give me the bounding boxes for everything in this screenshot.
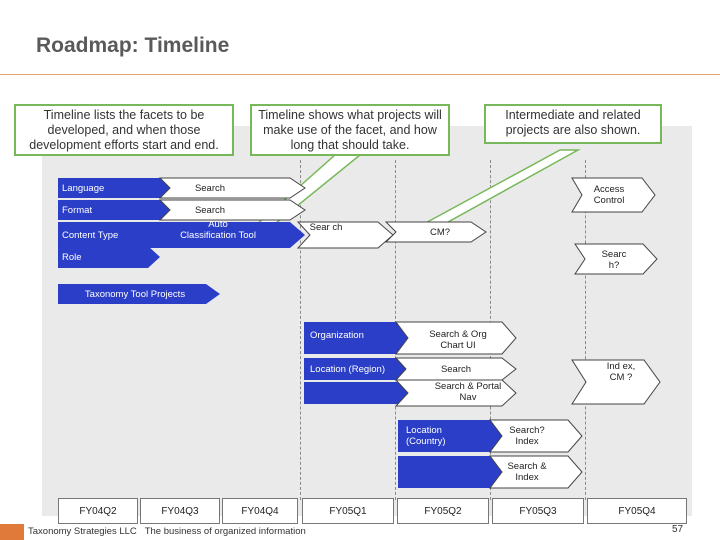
footer-bar [0,524,720,540]
quarter-label: FY05Q3 [492,498,584,524]
project-label-search-portal-nav: Search & Portal Nav [434,381,502,403]
quarter-label: FY05Q1 [302,498,394,524]
footer-text: Taxonomy Strategies LLC The business of … [28,526,306,537]
project-bar-search-index-q [489,419,583,453]
facet-bar-location-city [398,456,506,488]
project-bar-auto-classification [160,222,305,248]
facet-bar-organization [304,322,412,354]
project-bar-search-partial [296,221,394,249]
quarter-label: FY04Q2 [58,498,138,524]
project-label-access-control: Access Control [593,184,625,206]
facet-label-language: Language [62,183,105,194]
facet-label-organization: Organization [310,330,364,341]
facet-bar-taxonomy-tool-projects [58,284,220,304]
project-bar-search-index [489,455,583,489]
facet-bar-role [58,246,160,268]
facet-bar-language [58,178,176,198]
facet-bar-format [58,200,176,220]
callout-projects: Timeline shows what projects will make u… [250,104,450,156]
facet-bar-content-type [58,222,186,248]
quarter-label: FY04Q4 [222,498,298,524]
title-divider [0,74,720,75]
callout-facets: Timeline lists the facets to be develope… [14,104,234,156]
project-bar-search-portal-nav [394,379,517,407]
project-label-cm: CM? [429,227,451,238]
quarter-label: FY05Q2 [397,498,489,524]
callout-related: Intermediate and related projects are al… [484,104,662,144]
facet-bar-location-country [398,420,506,452]
project-label-search-org-chart: Search & Org Chart UI [429,329,487,351]
project-label-search-partial: Sear ch [309,222,343,233]
project-bar-cm [384,221,487,243]
project-label-search-language: Search [194,183,226,194]
page-number: 57 [672,524,684,535]
project-label-index-cm: Ind ex, CM ? [606,361,636,383]
facet-label-location-region: Location (Region) [310,364,385,375]
facet-label-location-region-hidden: Region [312,388,343,399]
company-logo [0,524,24,540]
quarter-divider [300,160,301,500]
callout-pointer [418,149,581,233]
facet-label-location-country: Location (Country) [406,425,446,447]
footer-company: Taxonomy Strategies LLC [28,526,137,537]
page-title: Roadmap: Timeline [36,34,230,57]
project-bar-index-cm [571,359,661,405]
project-bar-search-format [158,199,306,221]
facet-label-taxonomy-tool-projects: Taxonomy Tool Projects [84,289,186,300]
project-label-search-index: Search & Index [507,461,547,483]
facet-label-format: Format [62,205,93,216]
project-label-auto-classification: Auto Classification Tool [180,219,256,241]
project-label-search-format: Search [194,205,226,216]
facet-bar-location-region-2 [304,382,412,404]
project-label-search-index-q: Search? Index [509,425,545,447]
project-label-search-region: Search [440,364,472,375]
facet-label-location-city: Location (City) [406,461,468,472]
project-bar-access-control [571,177,656,213]
facet-label-role: Role [62,252,82,263]
facet-label-content-type: Content Type [62,230,119,241]
project-bar-search-org-chart [395,321,517,355]
project-label-search-role: Searc h? [601,249,627,271]
facet-bar-location-region [304,358,412,380]
quarter-label: FY05Q4 [587,498,687,524]
footer-tagline: The business of organized information [144,526,306,537]
quarter-divider [585,160,586,500]
quarter-label: FY04Q3 [140,498,220,524]
project-bar-search-language [158,177,306,199]
project-bar-search-role [574,243,658,275]
